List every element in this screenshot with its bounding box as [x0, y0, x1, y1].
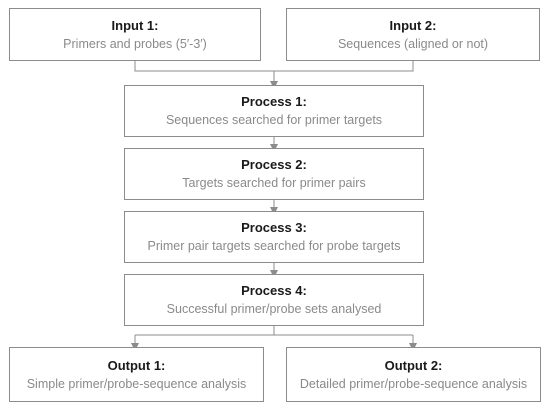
process-3-title: Process 3: [241, 220, 307, 235]
process-2-desc: Targets searched for primer pairs [182, 176, 366, 190]
process-3-box: Process 3: Primer pair targets searched … [124, 211, 424, 263]
output-2-box: Output 2: Detailed primer/probe-sequence… [286, 347, 541, 402]
output-1-title: Output 1: [107, 357, 166, 373]
connector-input1 [134, 61, 274, 72]
input-2-title: Input 2: [389, 17, 437, 33]
input-2-desc: Sequences (aligned or not) [337, 36, 489, 51]
output-2-desc: Detailed primer/probe-sequence analysis [299, 376, 528, 391]
input-1-title: Input 1: [111, 17, 159, 33]
process-4-title: Process 4: [241, 283, 307, 298]
input-2-box: Input 2: Sequences (aligned or not) [286, 8, 540, 61]
output-1-desc: Simple primer/probe-sequence analysis [26, 376, 247, 391]
process-3-desc: Primer pair targets searched for probe t… [147, 239, 401, 253]
process-4-desc: Successful primer/probe sets analysed [166, 302, 382, 316]
process-2-title: Process 2: [241, 157, 307, 172]
connector-input2 [274, 61, 414, 72]
output-1-box: Output 1: Simple primer/probe-sequence a… [9, 347, 264, 402]
input-1-desc: Primers and probes (5′-3′) [63, 36, 207, 51]
process-4-box: Process 4: Successful primer/probe sets … [124, 274, 424, 326]
process-1-box: Process 1: Sequences searched for primer… [124, 85, 424, 137]
input-1-box: Input 1: Primers and probes (5′-3′) [9, 8, 261, 61]
process-1-desc: Sequences searched for primer targets [165, 113, 383, 127]
process-2-box: Process 2: Targets searched for primer p… [124, 148, 424, 200]
output-2-title: Output 2: [384, 357, 443, 373]
connector-split [135, 326, 413, 336]
process-1-title: Process 1: [241, 94, 307, 109]
